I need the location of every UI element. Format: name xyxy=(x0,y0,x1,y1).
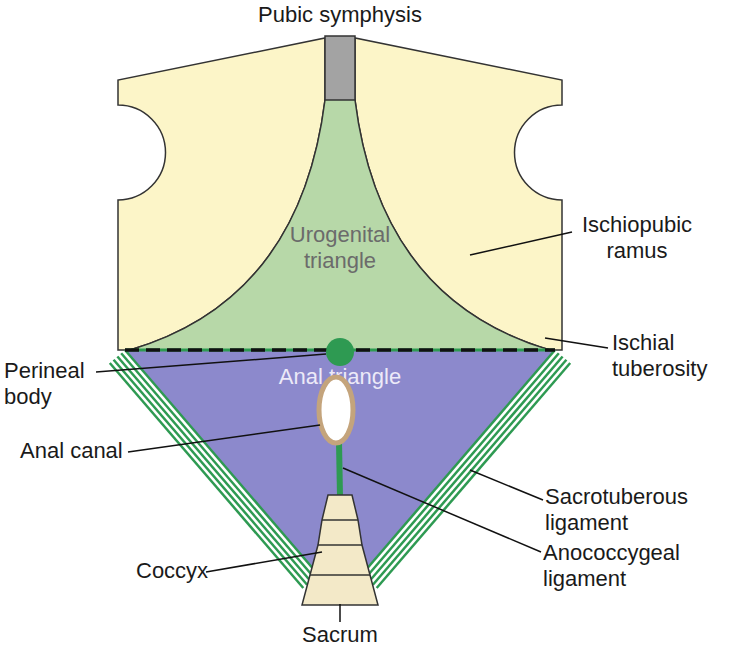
vertebral-segments xyxy=(310,520,370,575)
leader-line xyxy=(128,425,320,452)
part-label: Sacrum xyxy=(240,622,440,648)
perineal-body xyxy=(326,338,354,366)
leader-line xyxy=(206,552,322,572)
ligament-fiber xyxy=(114,360,308,585)
ligament-fiber xyxy=(377,363,571,588)
part-label: Sacrotuberous ligament xyxy=(545,484,735,536)
part-label: Ischiopubic ramus xyxy=(572,212,702,264)
dividing-line-dashed xyxy=(125,348,555,352)
dividing-line-base xyxy=(125,349,555,352)
leader-line xyxy=(339,604,341,622)
region-label: Urogenital triangle xyxy=(260,222,420,274)
part-label: Ischial tuberosity xyxy=(612,330,732,382)
segment-line xyxy=(318,544,362,546)
sacrotuberous-ligament-right xyxy=(362,350,571,588)
ligament-fiber xyxy=(365,353,559,578)
leader-lines xyxy=(96,232,608,622)
segment-line xyxy=(310,574,370,576)
ligament-fiber xyxy=(369,357,562,582)
part-label: Perineal body xyxy=(4,358,104,410)
segment-line xyxy=(322,519,358,521)
ligament-fiber xyxy=(117,357,311,582)
part-label: Anal canal xyxy=(20,438,160,464)
part-label: Anococcygeal ligament xyxy=(543,540,733,592)
region-label: Anal triangle xyxy=(125,364,555,390)
ligament-fiber xyxy=(121,353,315,578)
ligament-fiber xyxy=(362,350,556,575)
leader-line xyxy=(343,468,541,552)
ligament-fiber xyxy=(110,363,303,588)
region-triangle: Urogenital triangle xyxy=(125,100,555,350)
part-label: Pubic symphysis xyxy=(190,2,490,28)
part-label: Coccyx xyxy=(136,558,236,584)
pubic-symphysis-bar xyxy=(325,36,355,102)
region-fill xyxy=(130,100,550,350)
ligament-fiber xyxy=(373,360,567,585)
leader-line xyxy=(545,338,608,348)
leader-line xyxy=(470,232,572,255)
anococcygeal-ligament xyxy=(339,442,340,497)
leader-line xyxy=(470,470,543,500)
sacrotuberous-ligament-left xyxy=(110,350,319,588)
anal-canal xyxy=(319,377,353,443)
region-fill xyxy=(125,350,555,600)
leader-line xyxy=(96,354,326,372)
ligament-fiber xyxy=(125,350,319,575)
coccyx-sacrum xyxy=(302,495,378,605)
